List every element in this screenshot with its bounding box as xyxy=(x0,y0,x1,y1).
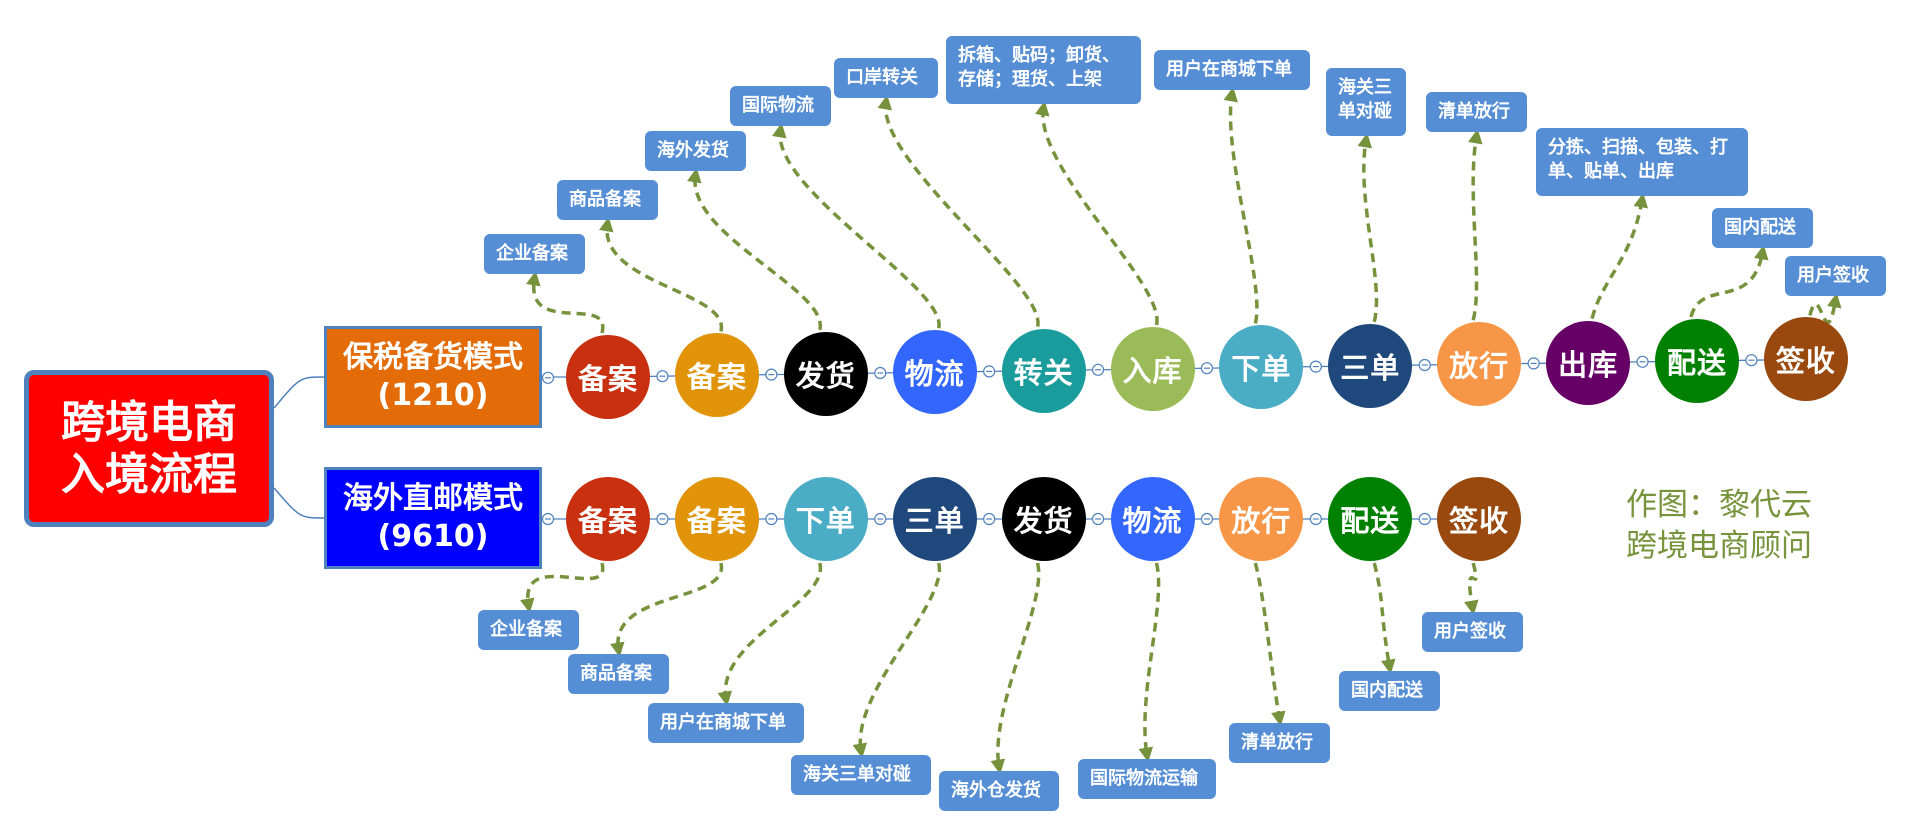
dashed-arrow xyxy=(1468,128,1483,321)
step-node[interactable]: 物流 xyxy=(1110,477,1195,561)
step-node[interactable]: 配送 xyxy=(1655,319,1739,403)
step-node[interactable]: 发货 xyxy=(783,331,868,416)
step-callout[interactable]: 海外仓发货 xyxy=(939,771,1059,811)
dashed-arrow xyxy=(1223,86,1259,324)
step-callout[interactable]: 清单放行 xyxy=(1426,92,1527,132)
step-node[interactable]: 物流 xyxy=(892,330,977,415)
mode-bonded-stocking[interactable]: 保税备货模式 (1210) xyxy=(324,326,542,428)
step-node[interactable]: 签收 xyxy=(1763,317,1848,402)
dashed-arrow xyxy=(1035,100,1159,326)
step-node[interactable]: 放行 xyxy=(1219,477,1304,561)
step-callout[interactable]: 商品备案 xyxy=(557,180,658,220)
step-callout[interactable]: 国际物流运输 xyxy=(1078,759,1216,799)
step-node[interactable]: 签收 xyxy=(1437,477,1522,561)
step-node[interactable]: 备案 xyxy=(674,333,759,418)
step-node[interactable]: 备案 xyxy=(674,477,759,561)
step-node[interactable]: 转关 xyxy=(1001,328,1086,413)
dashed-arrow xyxy=(1689,244,1769,318)
step-callout[interactable]: 海关三 单对碰 xyxy=(1326,68,1406,136)
dashed-arrow xyxy=(599,216,723,332)
step-node[interactable]: 放行 xyxy=(1437,322,1522,407)
dashed-arrow xyxy=(526,270,605,334)
step-callout[interactable]: 企业备案 xyxy=(478,610,579,650)
step-callout[interactable]: 国内配送 xyxy=(1712,208,1813,248)
step-node[interactable]: 三单 xyxy=(1328,323,1413,408)
dashed-arrow xyxy=(520,562,605,614)
author-credit: 作图：黎代云 跨境电商顾问 xyxy=(1626,487,1812,564)
connector-root-to-mode-1 xyxy=(273,376,325,409)
step-callout[interactable]: 分拣、扫描、包装、打 单、贴单、出库 xyxy=(1536,128,1748,196)
step-node[interactable]: 备案 xyxy=(566,335,650,419)
step-callout[interactable]: 用户签收 xyxy=(1785,256,1886,296)
step-node[interactable]: 发货 xyxy=(1001,477,1086,561)
dashed-arrow xyxy=(877,94,1040,328)
dashed-arrow xyxy=(772,122,941,329)
dashed-arrow xyxy=(1372,562,1396,675)
step-callout[interactable]: 清单放行 xyxy=(1229,723,1330,763)
dashed-arrow xyxy=(1464,562,1479,616)
step-callout[interactable]: 海外发货 xyxy=(645,131,746,171)
step-callout[interactable]: 用户签收 xyxy=(1422,612,1523,652)
step-node[interactable]: 下单 xyxy=(1219,325,1304,410)
step-callout[interactable]: 企业备案 xyxy=(484,234,585,274)
step-node[interactable]: 备案 xyxy=(566,477,650,561)
dashed-arrow xyxy=(990,562,1041,775)
dashed-arrow xyxy=(852,562,942,759)
step-callout[interactable]: 用户在商城下单 xyxy=(1154,50,1310,90)
dashed-arrow xyxy=(687,167,822,331)
dashed-arrow xyxy=(717,562,822,707)
connector-root-to-mode-2 xyxy=(273,487,325,519)
step-callout[interactable]: 国际物流 xyxy=(730,86,831,126)
dashed-arrow xyxy=(610,562,724,658)
root-node[interactable]: 跨境电商 入境流程 xyxy=(24,370,274,527)
dashed-arrow xyxy=(1590,192,1649,320)
step-callout[interactable]: 国内配送 xyxy=(1339,671,1440,711)
step-node[interactable]: 出库 xyxy=(1546,320,1631,405)
step-callout[interactable]: 拆箱、贴码；卸货、 存储；理货、上架 xyxy=(946,36,1141,104)
dashed-arrow xyxy=(1253,562,1286,727)
step-callout[interactable]: 用户在商城下单 xyxy=(648,703,804,743)
mode-overseas-direct-mail[interactable]: 海外直邮模式 (9610) xyxy=(324,467,542,569)
step-node[interactable]: 配送 xyxy=(1328,477,1413,561)
step-callout[interactable]: 海关三单对碰 xyxy=(791,755,931,795)
step-node[interactable]: 入库 xyxy=(1110,327,1195,411)
dashed-arrow xyxy=(1357,132,1379,323)
step-node[interactable]: 三单 xyxy=(892,477,977,561)
dashed-arrow xyxy=(1138,562,1161,763)
step-node[interactable]: 下单 xyxy=(783,477,868,561)
step-callout[interactable]: 商品备案 xyxy=(568,654,669,694)
step-callout[interactable]: 口岸转关 xyxy=(834,58,938,98)
